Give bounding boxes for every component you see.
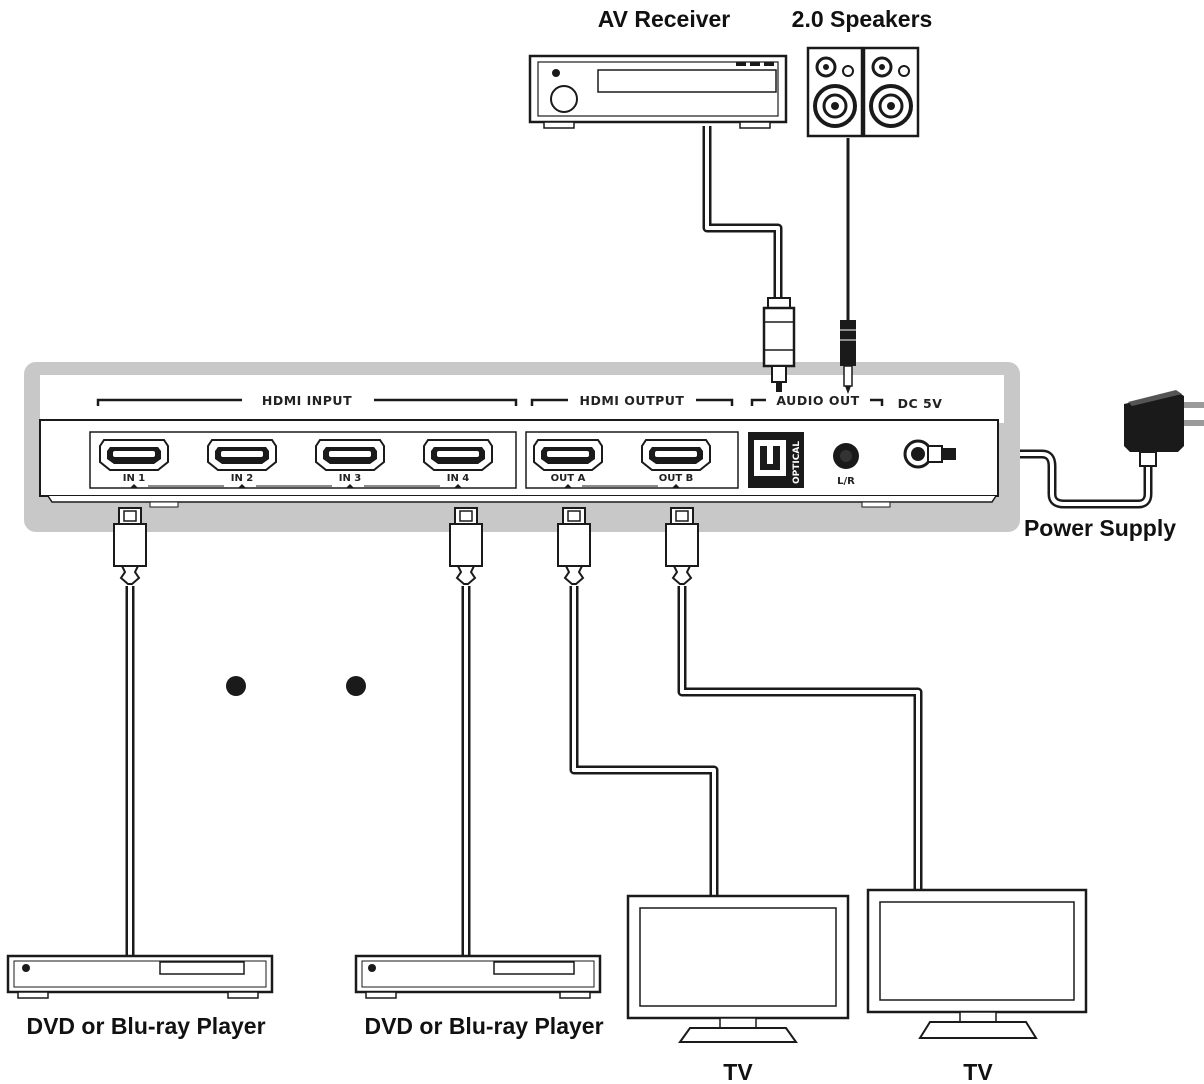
player-2 <box>354 954 602 999</box>
dc-label: DC 5V <box>898 396 943 411</box>
cables <box>125 126 1153 956</box>
dc-jack <box>903 439 933 469</box>
audio-plug <box>840 320 856 394</box>
hdmi-port-in3 <box>315 439 385 471</box>
speaker-left <box>806 46 864 138</box>
port-label-in1: IN 1 <box>123 473 146 484</box>
port-label-outb: OUT B <box>659 473 694 484</box>
hdmi-input-label: HDMI INPUT <box>262 393 352 408</box>
hdmi-plug-outb <box>665 507 699 585</box>
optical-plug <box>762 297 796 392</box>
hdmi-plug-outa <box>557 507 591 585</box>
port-label-in2: IN 2 <box>231 473 254 484</box>
hdmi-port-in4 <box>423 439 493 471</box>
audio-jack <box>833 443 859 469</box>
hdmi-plug-in4 <box>449 507 483 585</box>
hdmi-port-outa <box>533 439 603 471</box>
power-supply-label: Power Supply <box>1024 515 1176 541</box>
outputa-cable <box>569 586 719 896</box>
hdmi-port-in2 <box>207 439 277 471</box>
optical-port: OPTICAL <box>748 432 804 488</box>
switch-panel: HDMI INPUT HDMI OUTPUT AUDIO OUT DC 5V I… <box>24 362 1020 532</box>
av-receiver <box>528 54 788 129</box>
port-label-in4: IN 4 <box>447 473 470 484</box>
optical-label: OPTICAL <box>792 441 802 484</box>
lr-label: L/R <box>837 476 855 487</box>
av-receiver-label: AV Receiver <box>598 6 731 32</box>
port-label-in3: IN 3 <box>339 473 362 484</box>
optical-cable <box>702 126 783 298</box>
speaker-right <box>862 46 920 138</box>
hdmi-port-in1 <box>99 439 169 471</box>
audio-out-label: AUDIO OUT <box>776 393 859 408</box>
power-adapter <box>1124 390 1204 467</box>
hdmi-plug-in1 <box>113 507 147 585</box>
port-label-outa: OUT A <box>551 473 586 484</box>
speakers-label: 2.0 Speakers <box>792 6 933 32</box>
player-2-label: DVD or Blu-ray Player <box>364 1013 603 1039</box>
tv-b-label: TV <box>963 1059 993 1084</box>
player-1 <box>6 954 274 999</box>
tv-a-label: TV <box>723 1059 753 1084</box>
hdmi-port-outb <box>641 439 711 471</box>
tv-a <box>626 894 850 1043</box>
dc-plug <box>927 445 956 463</box>
more-inputs-indicator <box>226 676 366 696</box>
player-1-label: DVD or Blu-ray Player <box>26 1013 265 1039</box>
hdmi-output-label: HDMI OUTPUT <box>580 393 685 408</box>
tv-b <box>866 888 1088 1039</box>
